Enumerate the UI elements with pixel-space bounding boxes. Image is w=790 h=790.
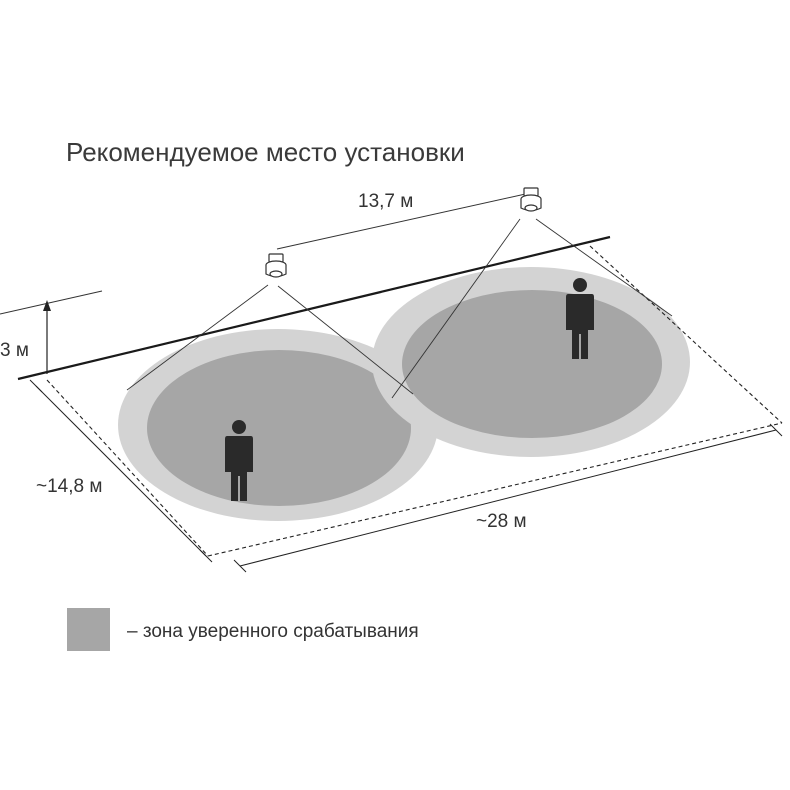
person-left-icon (225, 420, 253, 501)
zone-inner-left (147, 350, 411, 506)
length-dimension (233, 423, 783, 573)
length-label: ~28 м (476, 511, 527, 532)
height-arrow (43, 300, 51, 374)
sensor-right (520, 187, 542, 212)
zone-inner-right (402, 290, 662, 438)
legend-label: – зона уверенного срабатывания (127, 621, 419, 642)
height-reference-line (0, 290, 103, 315)
person-right-icon (566, 278, 594, 359)
sensor-left (265, 253, 287, 278)
height-label: 3 м (0, 340, 29, 361)
ceiling-line (17, 235, 611, 381)
sensor-spacing-line (276, 192, 531, 250)
detection-zone-right (372, 267, 690, 457)
depth-dimension (29, 379, 213, 563)
diagram-title: Рекомендуемое место установки (66, 137, 465, 167)
depth-label: ~14,8 м (36, 476, 102, 497)
sensor-spacing-label: 13,7 м (358, 191, 413, 212)
floor-boundary (46, 245, 783, 557)
legend-swatch (67, 608, 110, 651)
coverage-lines (126, 218, 673, 399)
detection-zone-left (118, 329, 438, 521)
